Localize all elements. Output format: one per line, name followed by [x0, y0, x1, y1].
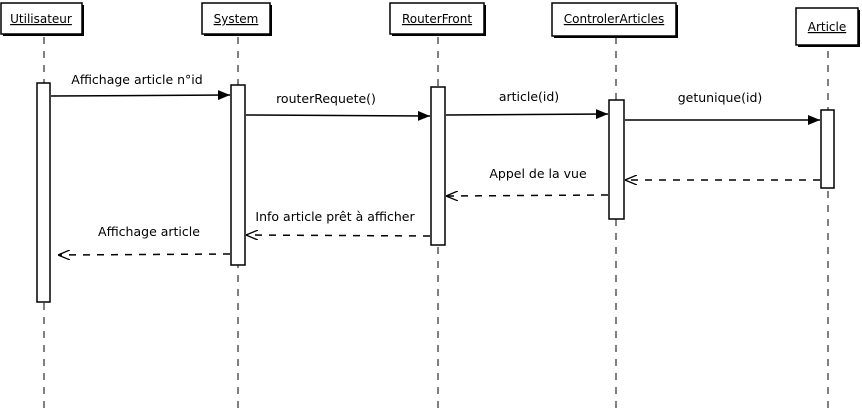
activation-routerfront [430, 86, 446, 246]
message-label: Info article prêt à afficher [255, 209, 415, 224]
participant-article: Article [795, 7, 860, 47]
activation-system [230, 84, 246, 266]
activation-controlerarticles [608, 99, 625, 220]
message-label: article(id) [499, 89, 559, 104]
participant-label: System [214, 12, 259, 26]
participant-label: RouterFront [402, 12, 472, 26]
participant-label: ControlerArticles [564, 12, 664, 26]
message-3: getunique(id) [625, 90, 820, 125]
participant-controlerarticles: ControlerArticles [551, 2, 678, 38]
message-label: Affichage article n°id [71, 72, 202, 87]
participant-label: Utilisateur [10, 12, 72, 26]
message-0: Affichage article n°id [50, 72, 231, 101]
message-label: getunique(id) [678, 90, 763, 105]
activations [36, 82, 835, 303]
activation-utilisateur [36, 82, 51, 303]
message-6: Info article prêt à afficher [246, 209, 431, 236]
message-7: Affichage article [58, 224, 231, 255]
participant-label: Article [808, 20, 847, 34]
message-5: Appel de la vue [446, 166, 609, 196]
participant-utilisateur: Utilisateur [0, 2, 84, 36]
message-label: routerRequete() [276, 91, 376, 106]
message-label: Affichage article [98, 224, 200, 239]
participant-routerfront: RouterFront [389, 2, 486, 36]
participant-system: System [201, 2, 272, 36]
message-label: Appel de la vue [489, 166, 587, 181]
message-2: article(id) [445, 89, 609, 120]
message-1: routerRequete() [245, 91, 431, 121]
activation-article [820, 109, 835, 189]
